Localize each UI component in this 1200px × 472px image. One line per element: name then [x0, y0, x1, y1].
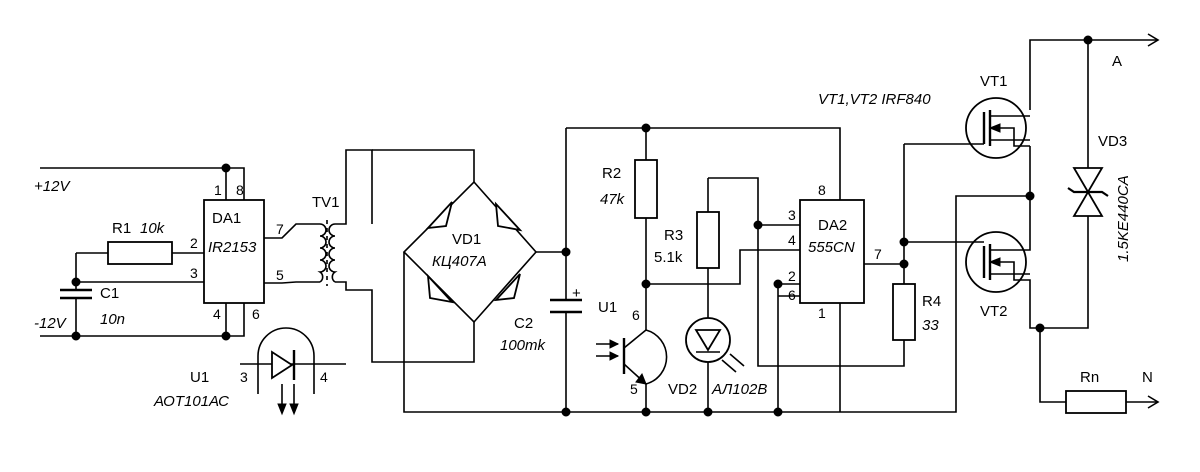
da1-pin-6: 6 — [252, 306, 260, 322]
da1-pin-1: 1 — [214, 182, 222, 198]
da1-pin-2: 2 — [190, 235, 198, 251]
tv1-ref: TV1 — [312, 194, 340, 211]
output-n-arrow — [1147, 395, 1160, 409]
vd3-part: 1.5KE440CA — [1115, 175, 1132, 262]
da2-pin-6: 6 — [788, 287, 796, 303]
vd1-part: КЦ407А — [432, 253, 487, 270]
u1-led — [240, 327, 346, 416]
da1-ref: DA1 — [212, 210, 241, 227]
output-a-label: A — [1112, 53, 1122, 70]
c2-value: 100mk — [500, 337, 547, 354]
da2-pin-8: 8 — [818, 182, 826, 198]
da1-pin-4: 4 — [213, 306, 221, 322]
da2-pin-2: 2 — [788, 268, 796, 284]
r3-resistor — [696, 211, 720, 269]
u1-led-ref: U1 — [190, 369, 209, 386]
vt1-mosfet — [965, 97, 1030, 159]
vd1-ref: VD1 — [452, 231, 481, 248]
da1-pin-7: 7 — [276, 221, 284, 237]
da1-pin-5: 5 — [276, 267, 284, 283]
r1-value: 10k — [140, 220, 166, 237]
wires — [40, 39, 1158, 413]
da2-chip — [799, 199, 865, 304]
vd2-ref: VD2 — [668, 381, 697, 398]
r3-ref: R3 — [664, 227, 683, 244]
junctions — [71, 35, 1093, 417]
c2-ref: C2 — [514, 315, 533, 332]
c1-value: 10n — [100, 311, 125, 328]
da2-part: 555CN — [808, 239, 855, 256]
u1-pin-3: 3 — [240, 369, 248, 385]
u1-phototransistor — [596, 329, 668, 385]
da1-pin-8: 8 — [236, 182, 244, 198]
output-a-arrow — [1147, 33, 1160, 47]
r1-resistor — [107, 241, 173, 265]
r2-ref: R2 — [602, 165, 621, 182]
tv1-transformer — [317, 220, 338, 286]
r3-value: 5.1k — [654, 249, 683, 266]
vd2-part: АЛ102В — [711, 381, 767, 398]
da2-pin-1: 1 — [818, 305, 826, 321]
vd3-ref: VD3 — [1098, 133, 1127, 150]
da1-pin-3: 3 — [190, 265, 198, 281]
vd2-led — [685, 317, 745, 373]
da1-part: IR2153 — [208, 239, 257, 256]
r4-ref: R4 — [922, 293, 941, 310]
rn-resistor — [1065, 390, 1127, 414]
c2-capacitor — [550, 298, 582, 314]
c1-ref: C1 — [100, 285, 119, 302]
r4-value: 33 — [922, 317, 939, 334]
vd1-bridge — [402, 180, 538, 324]
da1-chip — [203, 199, 265, 304]
vt2-mosfet — [965, 228, 1031, 306]
u1-ref: U1 — [598, 299, 617, 316]
vd3-tvs — [1067, 160, 1109, 224]
c2-polarity: + — [572, 285, 581, 302]
da2-pin-3: 3 — [788, 207, 796, 223]
r2-resistor — [634, 159, 658, 219]
da2-ref: DA2 — [818, 217, 847, 234]
output-n-label: N — [1142, 369, 1153, 386]
u1-pin-4: 4 — [320, 369, 328, 385]
r2-value: 47k — [600, 191, 626, 208]
minus-12v-label: -12V — [34, 315, 68, 332]
r1-ref: R1 — [112, 220, 131, 237]
u1-part: АОТ101АС — [153, 393, 229, 410]
r4-resistor — [892, 283, 916, 341]
c1-capacitor — [60, 288, 92, 300]
vt2-ref: VT2 — [980, 303, 1008, 320]
rn-ref: Rn — [1080, 369, 1099, 386]
vt1-ref: VT1 — [980, 73, 1008, 90]
da2-pin-7: 7 — [874, 246, 882, 262]
u1-pin-5: 5 — [630, 381, 638, 397]
da2-pin-4: 4 — [788, 232, 796, 248]
u1-pin-6: 6 — [632, 307, 640, 323]
plus-12v-label: +12V — [34, 178, 71, 195]
mosfet-part-note: VT1,VT2 IRF840 — [818, 91, 931, 108]
